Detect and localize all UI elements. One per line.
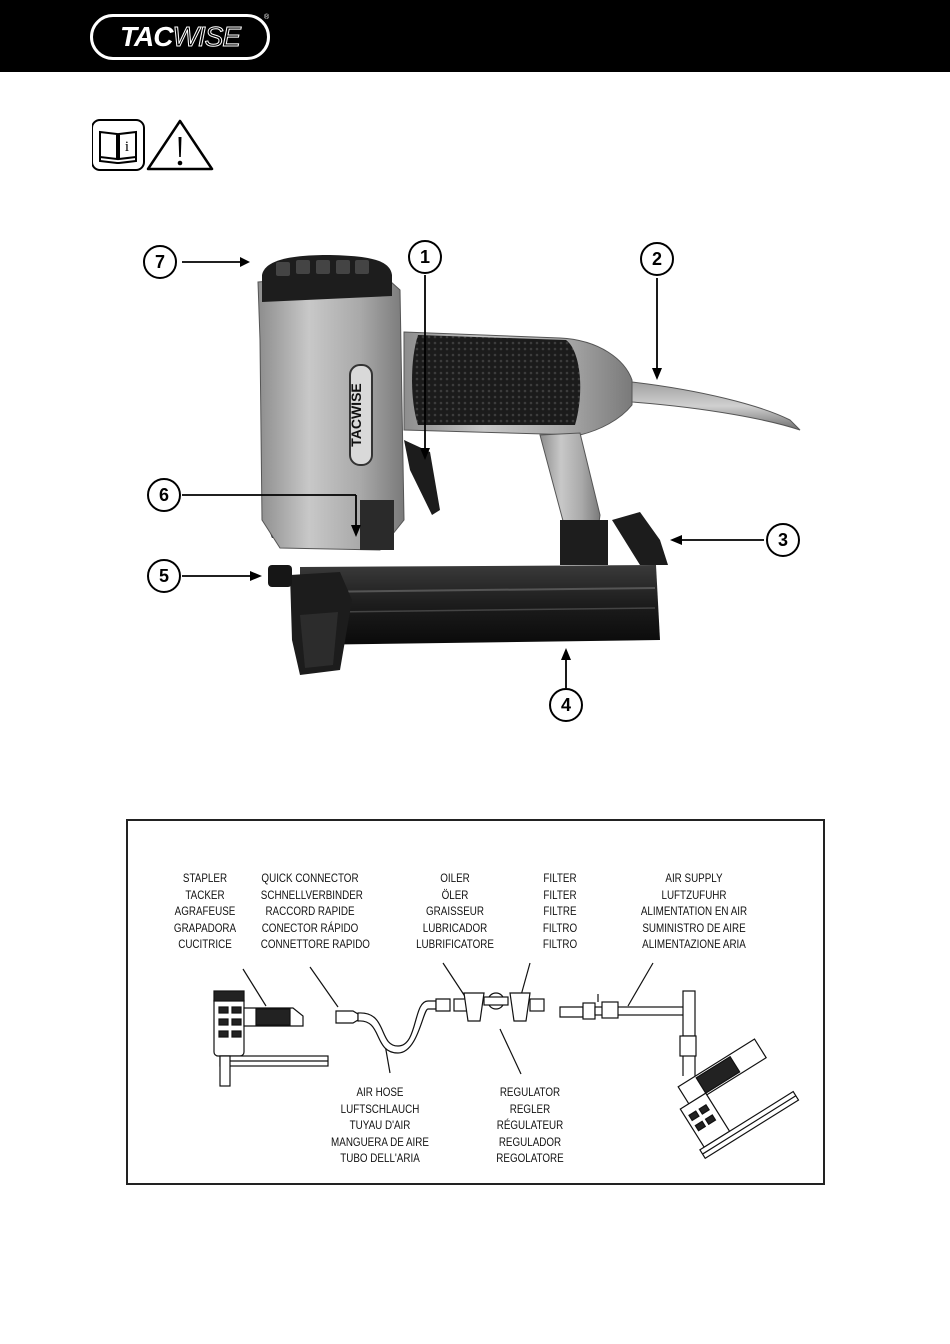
label-stapler-line-2: TACKER [185, 887, 225, 902]
label-regulator-line-3: RÉGULATEUR [496, 1118, 564, 1132]
label-air-hose-line-5: TUBO DELL'ARIA [340, 1151, 420, 1165]
callout-arrows [182, 257, 764, 688]
tool-brand-label: TACWISE [348, 383, 364, 447]
air-hose [631, 381, 801, 431]
label-oiler-line-1: OILER [440, 871, 470, 885]
label-oiler-line-3: GRAISSEUR [426, 904, 484, 918]
callout-4: 4 [549, 688, 583, 722]
motor-housing: TACWISE [257, 255, 405, 551]
label-air-hose-line-2: LUFTSCHLAUCH [340, 1101, 420, 1116]
icons-svg: i [91, 119, 214, 171]
label-regulator-line-4: REGULADOR [498, 1134, 562, 1149]
label-oiler-line-2: ÖLER [441, 887, 469, 902]
handle [403, 331, 668, 565]
label-regulator-line-1: REGULATOR [499, 1085, 561, 1099]
label-air-supply-line-2: LUFTZUFUHR [661, 887, 727, 902]
label-regulator-line-5: REGOLATORE [496, 1151, 564, 1165]
read-manual-icon: i [91, 119, 145, 171]
label-regulator-line-2: REGLER [509, 1101, 551, 1116]
label-air-supply-line-5: ALIMENTAZIONE ARIA [642, 937, 746, 951]
label-filter-line-1: FILTER [543, 871, 577, 885]
label-quick-connector-line-4: CONECTOR RÁPIDO [261, 920, 359, 935]
label-quick-connector: QUICK CONNECTOR SCHNELLVERBINDER RACCORD… [260, 870, 370, 953]
label-filter-line-3: FILTRE [543, 904, 577, 918]
label-filter-line-5: FILTRO [542, 937, 578, 951]
callout-6: 6 [147, 478, 181, 512]
label-air-supply-line-1: AIR SUPPLY [665, 871, 723, 885]
callout-5: 5 [147, 559, 181, 593]
trigger [404, 440, 440, 515]
label-air-supply: AIR SUPPLY LUFTZUFUHR ALIMENTATION EN AI… [637, 870, 752, 953]
label-quick-connector-line-1: QUICK CONNECTOR [261, 871, 359, 885]
label-air-hose-line-3: TUYAU D'AIR [349, 1118, 411, 1132]
stapler-angled [677, 1038, 800, 1160]
stapler-illustration: TACWISE [182, 255, 801, 688]
label-filter: FILTER FILTER FILTRE FILTRO FILTRO [527, 870, 593, 953]
air-setup-illustration [213, 962, 800, 1160]
label-oiler-line-4: LUBRICADOR [422, 920, 488, 935]
label-filter-line-2: FILTER [543, 887, 577, 902]
magazine-rail [300, 565, 660, 645]
filter-regulator-unit [453, 992, 596, 1022]
hose-line [335, 998, 451, 1054]
air-supply-pipe [594, 990, 697, 1076]
label-stapler: STAPLER TACKER AGRAFEUSE GRAPADORA CUCIT… [168, 870, 242, 953]
callout-7: 7 [143, 245, 177, 279]
label-quick-connector-line-3: RACCORD RAPIDE [265, 904, 355, 918]
label-quick-connector-line-2: SCHNELLVERBINDER [260, 887, 363, 902]
label-stapler-line-4: GRAPADORA [173, 920, 237, 935]
label-stapler-line-1: STAPLER [182, 871, 228, 885]
brand-logo-left: TAC [119, 21, 173, 52]
warning-triangle-icon [146, 119, 214, 171]
label-air-supply-line-4: SUMINISTRO DE AIRE [642, 920, 746, 935]
callout-1: 1 [408, 240, 442, 274]
label-stapler-line-3: AGRAFEUSE [174, 904, 236, 918]
stapler-small [213, 990, 329, 1087]
air-setup-diagram: STAPLER TACKER AGRAFEUSE GRAPADORA CUCIT… [126, 819, 825, 1185]
label-oiler: OILER ÖLER GRAISSEUR LUBRICADOR LUBRIFIC… [414, 870, 496, 953]
instruction-icons: i [91, 115, 217, 180]
label-stapler-line-5: CUCITRICE [178, 937, 232, 951]
label-air-hose-line-1: AIR HOSE [356, 1085, 404, 1099]
label-air-hose: AIR HOSE LUFTSCHLAUCH TUYAU D'AIR MANGUE… [331, 1084, 429, 1167]
label-filter-line-4: FILTRO [542, 920, 578, 935]
label-oiler-line-5: LUBRIFICATORE [416, 937, 494, 951]
brand-logo-right: WISE [172, 21, 242, 53]
manual-icon-glyph: i [125, 139, 129, 155]
callout-3: 3 [766, 523, 800, 557]
label-air-supply-line-3: ALIMENTATION EN AIR [640, 904, 748, 918]
label-air-hose-line-4: MANGUERA DE AIRE [331, 1134, 429, 1149]
label-quick-connector-line-5: CONNETTORE RAPIDO [260, 937, 370, 951]
callout-2: 2 [640, 242, 674, 276]
label-regulator: REGULATOR REGLER RÉGULATEUR REGULADOR RE… [489, 1084, 571, 1167]
trademark-mark: ® [264, 14, 270, 21]
stapler-figure: TACWISE [0, 220, 950, 740]
